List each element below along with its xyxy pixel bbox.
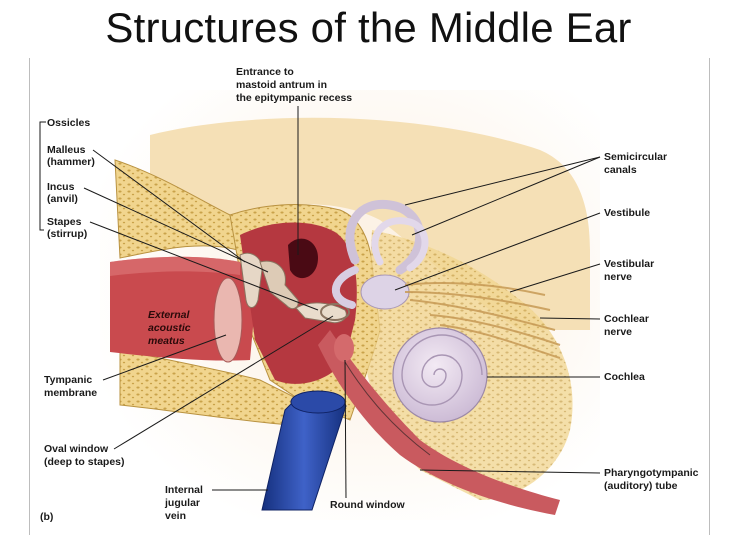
label-oval-window-2: (deep to stapes): [44, 456, 125, 468]
label-semicircular-2: canals: [604, 164, 637, 176]
tympanic-membrane-shape: [214, 278, 242, 362]
label-external-meatus-2: acoustic: [148, 322, 191, 334]
label-cochlear-nerve-1: Cochlear: [604, 313, 649, 325]
label-jugular-3: vein: [165, 510, 186, 522]
label-tympanic-2: membrane: [44, 387, 97, 399]
label-semicircular-1: Semicircular: [604, 151, 667, 163]
label-ossicles: Ossicles: [47, 117, 90, 129]
label-entrance-2: mastoid antrum in: [236, 79, 327, 91]
figure-tag: (b): [40, 511, 53, 523]
label-external-meatus-1: External: [148, 309, 191, 321]
label-round-window: Round window: [330, 499, 405, 511]
label-entrance-1: Entrance to: [236, 66, 294, 78]
vein-opening: [291, 391, 345, 413]
label-external-meatus-3: meatus: [148, 335, 185, 347]
mastoid-antrum-opening: [288, 239, 318, 278]
label-malleus-common: (hammer): [47, 156, 95, 168]
label-incus-common: (anvil): [47, 193, 78, 205]
label-vestibule: Vestibule: [604, 207, 650, 219]
label-stapes-common: (stirrup): [47, 228, 87, 240]
label-oval-window-1: Oval window: [44, 443, 109, 455]
label-pharyngotympanic-1: Pharyngotympanic: [604, 467, 699, 479]
label-pharyngotympanic-2: (auditory) tube: [604, 480, 678, 492]
label-cochlear-nerve-2: nerve: [604, 326, 632, 338]
label-entrance-3: the epitympanic recess: [236, 92, 352, 104]
ossicles-bracket: [40, 122, 44, 230]
round-window-shape: [334, 334, 354, 362]
vestibule-shape: [361, 275, 409, 309]
label-jugular-1: Internal: [165, 484, 203, 496]
label-vestibular-nerve-2: nerve: [604, 271, 632, 283]
label-stapes-name: Stapes: [47, 216, 82, 228]
label-incus-name: Incus: [47, 181, 75, 193]
label-malleus-name: Malleus: [47, 144, 86, 156]
cochlea-shape: [393, 328, 487, 422]
label-tympanic-1: Tympanic: [44, 374, 92, 386]
label-jugular-2: jugular: [164, 497, 200, 509]
label-vestibular-nerve-1: Vestibular: [604, 258, 654, 270]
label-cochlea: Cochlea: [604, 371, 645, 383]
